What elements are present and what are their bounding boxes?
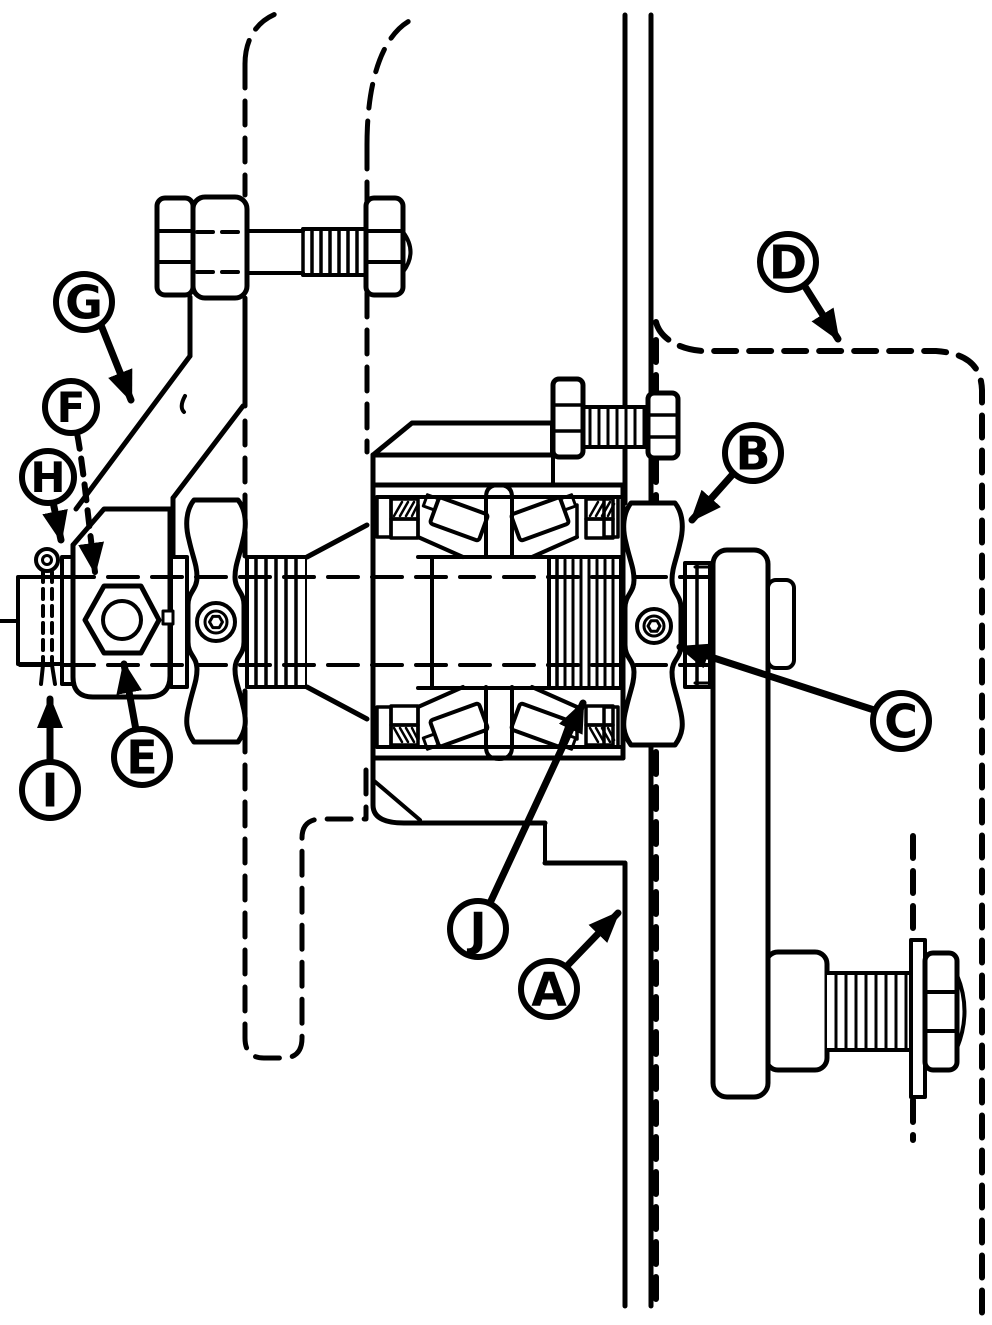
cotter-pin-i bbox=[34, 547, 60, 686]
leader-e bbox=[116, 660, 142, 734]
leader-f bbox=[74, 430, 105, 575]
bolt-head bbox=[154, 195, 196, 298]
leader-a bbox=[562, 909, 622, 971]
callout-letter-d: D bbox=[769, 236, 807, 290]
set-screw-socket-c bbox=[646, 619, 662, 633]
leader-h bbox=[42, 498, 68, 544]
clamp-bolt-nut bbox=[645, 390, 681, 461]
set-screw-c bbox=[635, 607, 673, 645]
hub-bolt-shoulder bbox=[763, 949, 830, 1073]
castle-nut-left bbox=[184, 497, 248, 745]
thrust-washer-right bbox=[683, 561, 714, 689]
hub-step bbox=[766, 578, 796, 670]
spindle-end-plate bbox=[16, 575, 65, 666]
hex-nut-e bbox=[82, 583, 162, 656]
callout-e bbox=[111, 660, 173, 788]
bearing-housing bbox=[370, 420, 626, 866]
callout-d bbox=[757, 231, 842, 343]
frame-d-dashed-outline bbox=[653, 319, 985, 1325]
leader-c bbox=[676, 643, 878, 714]
callout-letter-c: C bbox=[884, 695, 918, 749]
spindle-cone bbox=[304, 522, 370, 722]
callout-letter-f: F bbox=[57, 383, 86, 432]
leader-b bbox=[688, 470, 737, 524]
leader-j bbox=[486, 699, 587, 907]
clamp-bolt bbox=[550, 376, 681, 461]
callout-h bbox=[19, 448, 77, 544]
callout-letter-g: G bbox=[65, 276, 103, 330]
callout-j bbox=[447, 699, 587, 960]
callout-g bbox=[53, 271, 135, 404]
leader-d bbox=[800, 281, 842, 343]
callout-f bbox=[42, 378, 105, 575]
set-screw-socket-left bbox=[208, 614, 224, 630]
bearing-upper bbox=[375, 483, 625, 559]
shank-plate-hidden-outline bbox=[242, 10, 421, 1061]
arm-lug bbox=[190, 194, 250, 301]
callout-letter-i: I bbox=[41, 764, 58, 818]
callout-c bbox=[676, 643, 932, 752]
callout-b bbox=[688, 422, 784, 524]
leader-g bbox=[97, 321, 135, 404]
hub-bolt bbox=[763, 938, 967, 1099]
pivot-bolt bbox=[154, 194, 413, 301]
hub-bolt-nut bbox=[922, 950, 960, 1073]
callouts bbox=[19, 231, 932, 1020]
callout-letter-a: A bbox=[531, 963, 567, 1017]
callout-letter-j: J bbox=[466, 903, 486, 957]
bolt-nut bbox=[363, 195, 406, 298]
hub-flange bbox=[710, 547, 771, 1100]
callout-a bbox=[518, 909, 622, 1020]
disk-blade bbox=[622, 12, 654, 1309]
clamp-bolt-head bbox=[550, 376, 586, 460]
callout-letter-h: H bbox=[30, 453, 65, 502]
arm-g bbox=[70, 294, 248, 700]
callout-i bbox=[19, 695, 81, 821]
castle-nut-b bbox=[621, 500, 685, 748]
callout-letter-e: E bbox=[126, 731, 157, 785]
callout-letter-b: B bbox=[735, 427, 770, 481]
